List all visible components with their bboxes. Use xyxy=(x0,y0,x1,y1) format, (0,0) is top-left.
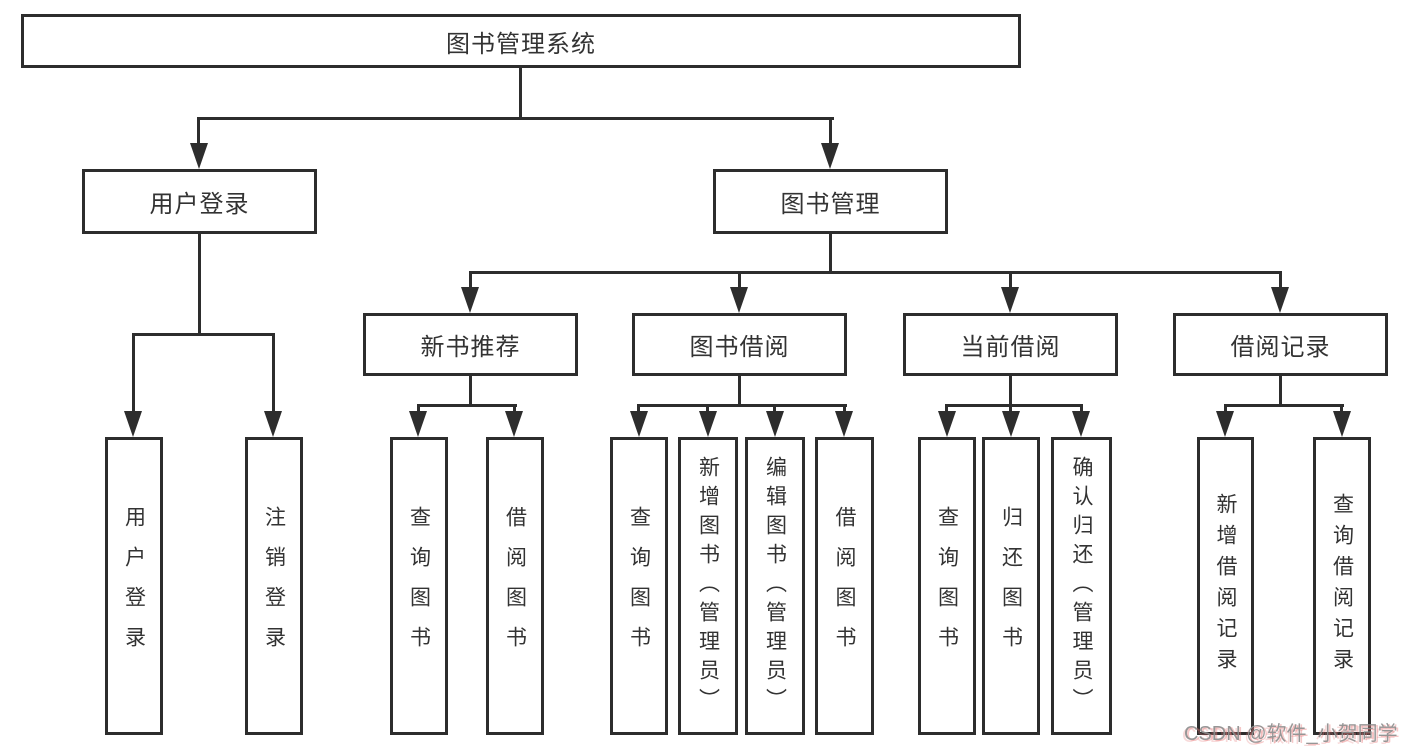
connector-line xyxy=(469,271,1282,274)
leaf-label: 用户登录 xyxy=(122,506,146,666)
node-leaf-query-borrow-record: 查询借阅记录 xyxy=(1313,437,1371,735)
node-leaf-borrow-books: 借阅图书 xyxy=(486,437,544,735)
arrow-down-icon xyxy=(630,411,648,437)
connector-line xyxy=(738,376,741,407)
leaf-label: 注销登录 xyxy=(262,506,286,666)
leaf-label: 查询图书 xyxy=(627,506,651,666)
node-leaf-add-books-admin: 新增图书（管理员） xyxy=(678,437,738,735)
connector-line xyxy=(829,117,832,143)
connector-line xyxy=(132,333,135,413)
node-leaf-confirm-return-admin: 确认归还（管理员） xyxy=(1051,437,1112,735)
arrow-down-icon xyxy=(190,143,208,169)
connector-line xyxy=(1009,404,1012,414)
node-new-book-recommendation: 新书推荐 xyxy=(363,313,578,376)
node-borrowing-records: 借阅记录 xyxy=(1173,313,1388,376)
connector-line xyxy=(1224,404,1344,407)
csdn-watermark: CSDN @软件_小贺同学 xyxy=(1184,723,1398,745)
arrow-down-icon xyxy=(699,411,717,437)
node-leaf-borrow-books: 借阅图书 xyxy=(815,437,874,735)
arrow-down-icon xyxy=(1072,411,1090,437)
node-book-management: 图书管理 xyxy=(713,169,948,234)
connector-line xyxy=(773,404,776,414)
connector-line xyxy=(469,271,472,289)
leaf-label: 查询借阅记录 xyxy=(1330,493,1354,679)
leaf-label: 编辑图书（管理员） xyxy=(763,455,787,717)
leaf-label: 归还图书 xyxy=(999,506,1023,666)
connector-line xyxy=(197,117,834,120)
leaf-label: 确认归还（管理员） xyxy=(1070,455,1093,717)
leaf-label: 新增图书（管理员） xyxy=(696,455,720,717)
connector-line xyxy=(843,404,846,414)
connector-line xyxy=(519,68,522,120)
connector-line xyxy=(469,376,472,407)
connector-line xyxy=(945,404,1083,407)
node-library-management-system: 图书管理系统 xyxy=(21,14,1021,68)
node-leaf-query-books: 查询图书 xyxy=(610,437,668,735)
connector-line xyxy=(1279,271,1282,289)
connector-line xyxy=(829,234,832,274)
connector-line xyxy=(1009,271,1012,289)
node-current-borrowing: 当前借阅 xyxy=(903,313,1118,376)
arrow-down-icon xyxy=(730,287,748,313)
connector-line xyxy=(417,404,517,407)
node-leaf-query-books: 查询图书 xyxy=(390,437,448,735)
connector-line xyxy=(1080,404,1083,414)
arrow-down-icon xyxy=(938,411,956,437)
arrow-down-icon xyxy=(264,411,282,437)
arrow-down-icon xyxy=(1001,287,1019,313)
connector-line xyxy=(198,234,201,336)
node-book-borrowing: 图书借阅 xyxy=(632,313,847,376)
node-leaf-query-books: 查询图书 xyxy=(918,437,976,735)
connector-line xyxy=(637,404,847,407)
arrow-down-icon xyxy=(1002,411,1020,437)
arrow-down-icon xyxy=(1333,411,1351,437)
arrow-down-icon xyxy=(1271,287,1289,313)
connector-line xyxy=(738,271,741,289)
arrow-down-icon xyxy=(505,411,523,437)
arrow-down-icon xyxy=(461,287,479,313)
node-leaf-user-login: 用户登录 xyxy=(105,437,163,735)
connector-line xyxy=(706,404,709,414)
arrow-down-icon xyxy=(124,411,142,437)
leaf-label: 新增借阅记录 xyxy=(1214,493,1237,679)
connector-line xyxy=(1224,404,1227,414)
node-leaf-logout: 注销登录 xyxy=(245,437,303,735)
leaf-label: 借阅图书 xyxy=(503,506,527,666)
connector-line xyxy=(272,333,275,413)
leaf-label: 查询图书 xyxy=(407,506,431,666)
node-leaf-return-books: 归还图书 xyxy=(982,437,1040,735)
arrow-down-icon xyxy=(835,411,853,437)
node-user-login: 用户登录 xyxy=(82,169,317,234)
leaf-label: 借阅图书 xyxy=(833,506,856,666)
connector-line xyxy=(132,333,275,336)
connector-line xyxy=(513,404,516,414)
arrow-down-icon xyxy=(766,411,784,437)
connector-line xyxy=(1340,404,1343,414)
node-leaf-add-borrow-record: 新增借阅记录 xyxy=(1197,437,1254,735)
connector-line xyxy=(1279,376,1282,407)
connector-line xyxy=(197,117,200,143)
connector-line xyxy=(417,404,420,414)
arrow-down-icon xyxy=(821,143,839,169)
arrow-down-icon xyxy=(1216,411,1234,437)
leaf-label: 查询图书 xyxy=(935,506,959,666)
connector-line xyxy=(637,404,640,414)
connector-line xyxy=(1009,376,1012,407)
arrow-down-icon xyxy=(409,411,427,437)
connector-line xyxy=(945,404,948,414)
node-leaf-edit-books-admin: 编辑图书（管理员） xyxy=(745,437,805,735)
